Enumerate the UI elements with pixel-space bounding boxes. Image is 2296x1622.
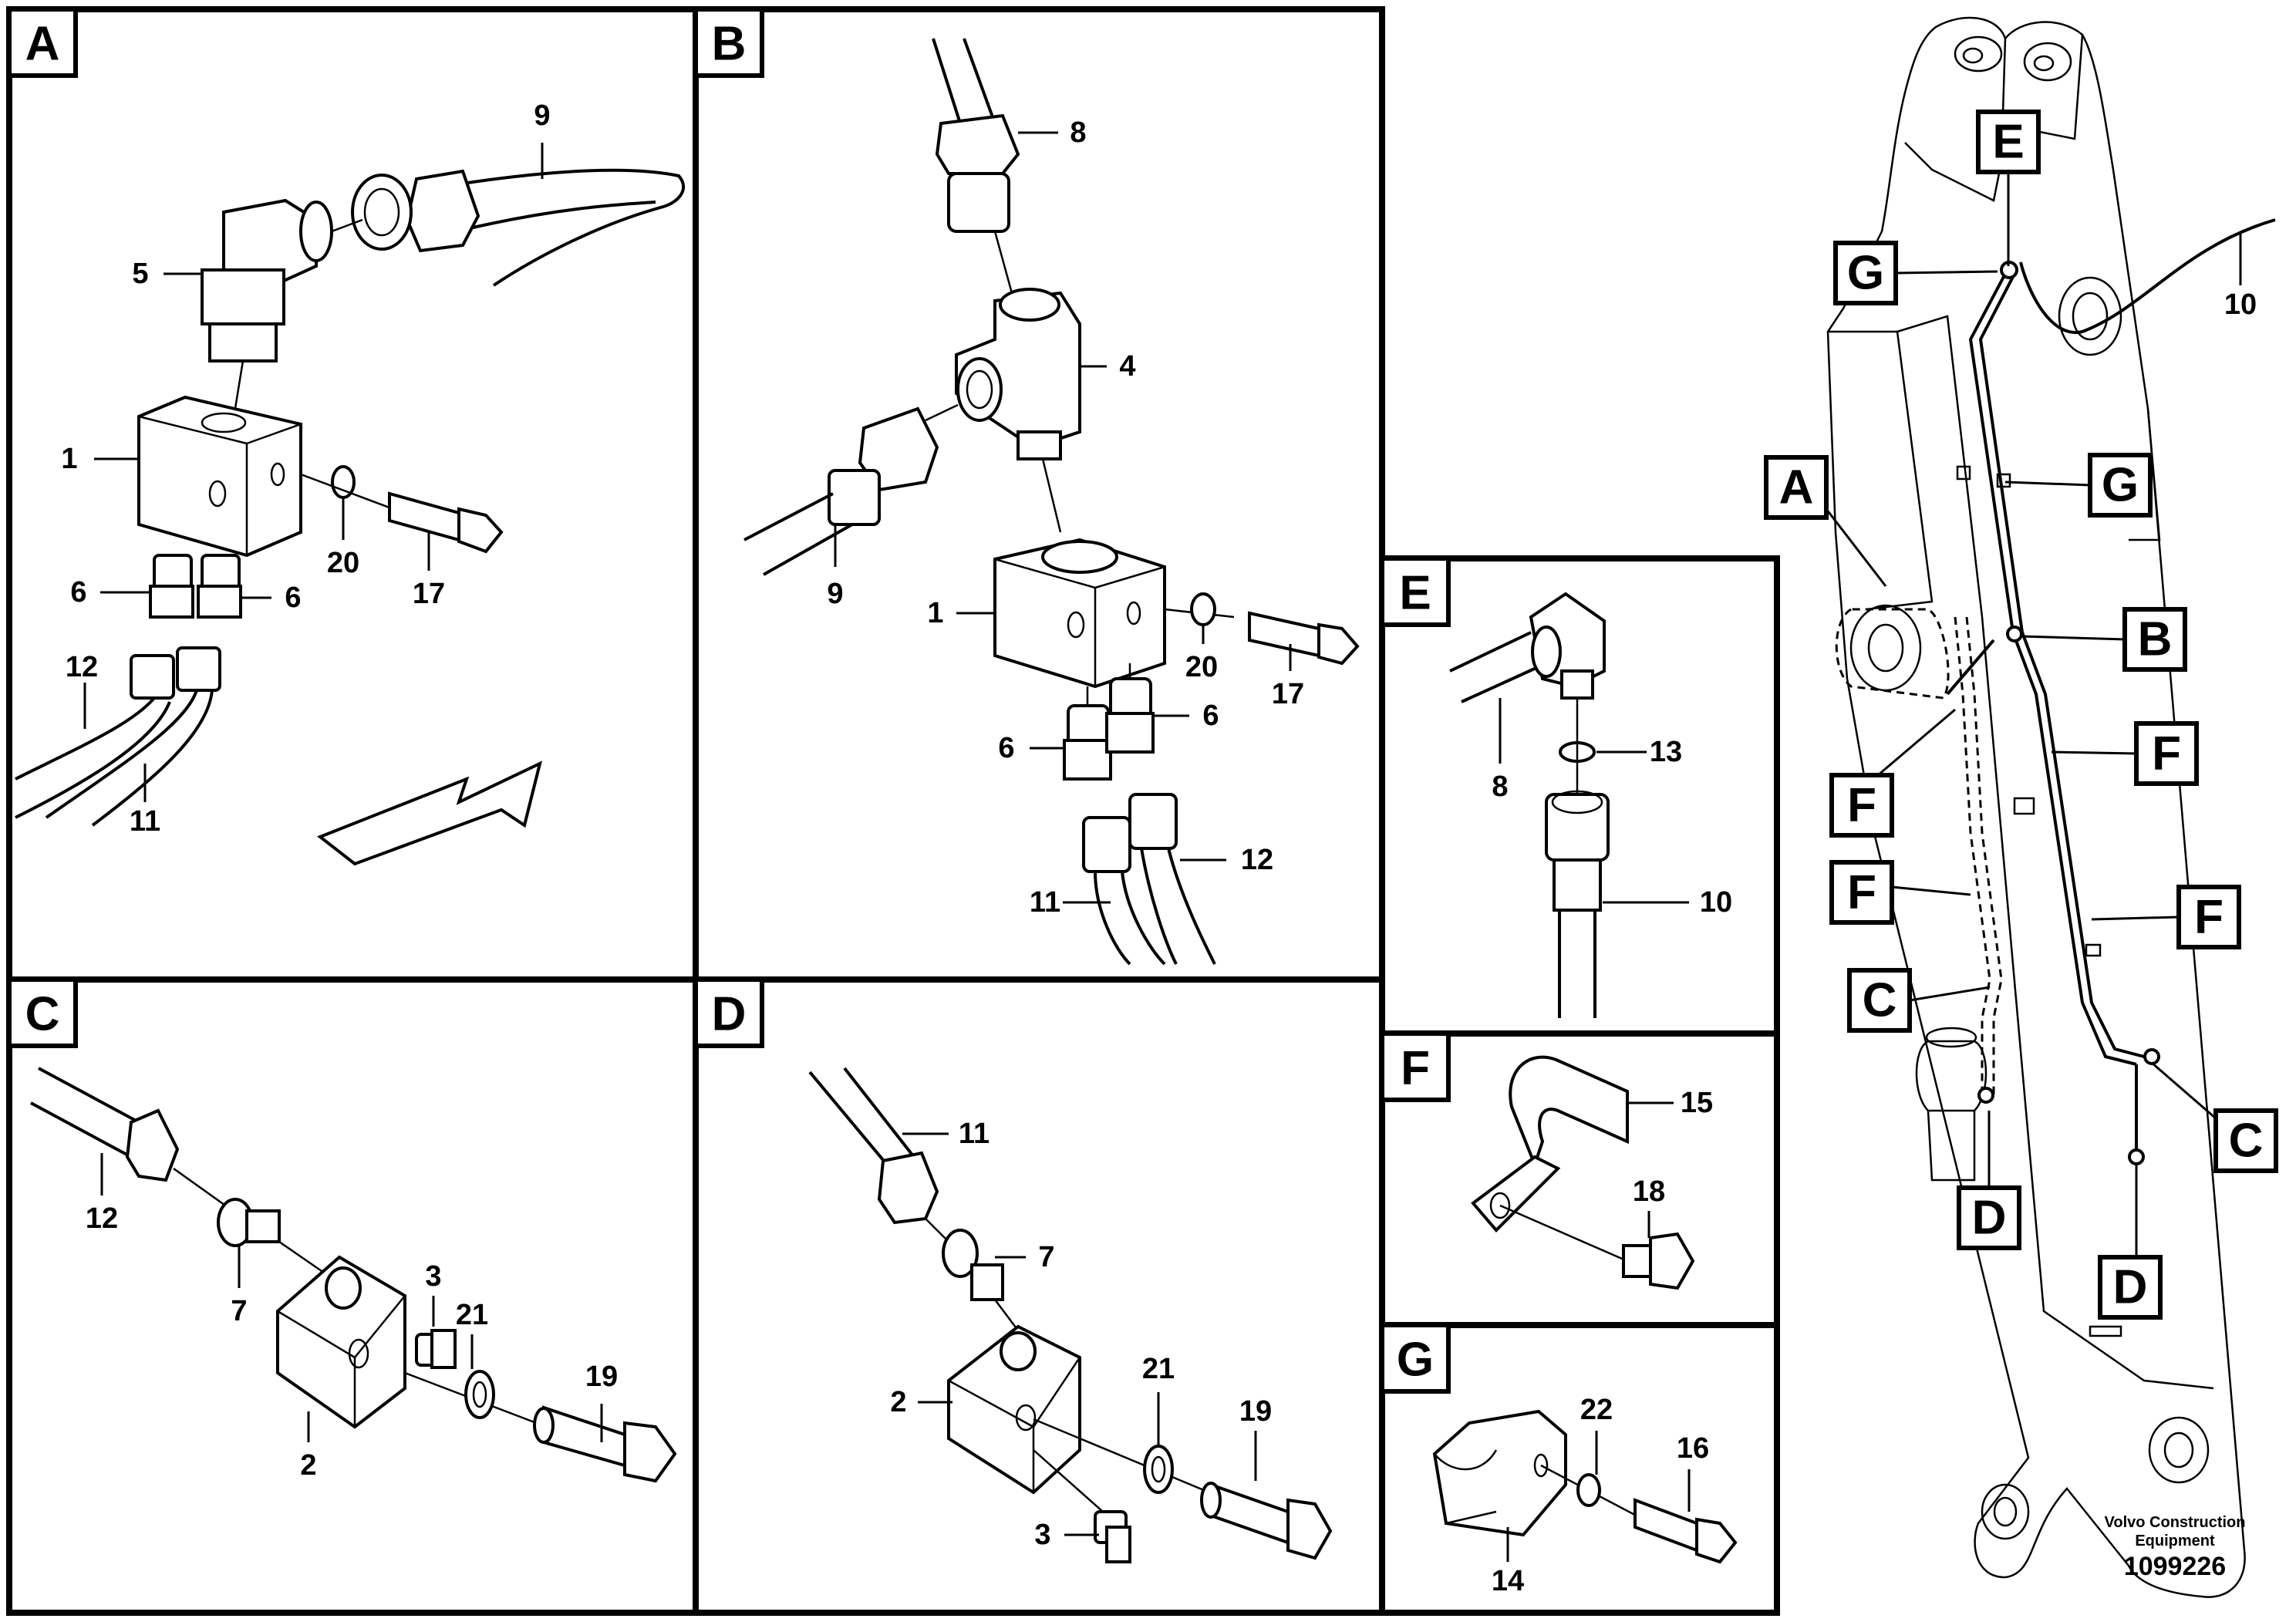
part-number: 18 xyxy=(1633,1175,1665,1208)
part-number: 9 xyxy=(534,99,550,132)
part-number: 20 xyxy=(1185,651,1218,683)
part-number: 19 xyxy=(1239,1395,1272,1428)
part-number: 6 xyxy=(998,732,1014,764)
part-number: 6 xyxy=(70,576,86,609)
overview-callouts: E G 10 G A B F F F F xyxy=(1764,110,2278,1320)
panel-tag-a: A xyxy=(7,7,78,78)
part-number: 7 xyxy=(231,1295,247,1327)
panel-tag-d: D xyxy=(693,977,764,1048)
part-number: 11 xyxy=(130,805,160,838)
part-number: 12 xyxy=(1241,844,1273,876)
callout-f: F xyxy=(2194,891,2224,944)
part-number: 7 xyxy=(1038,1241,1054,1273)
callout-d: D xyxy=(1972,1192,2007,1245)
panel-b-callouts: 8 4 9 1 20 17 6 6 11 12 xyxy=(827,116,1304,919)
boom-overview xyxy=(1826,16,2276,1598)
callout-f: F xyxy=(1847,866,1876,919)
part-number: 11 xyxy=(959,1118,990,1150)
panel-tag-b: B xyxy=(693,7,764,78)
part-number: 1 xyxy=(61,443,77,475)
part-number: 3 xyxy=(425,1260,441,1293)
panel-b-drawing xyxy=(743,38,1360,966)
brand-line-1: Volvo Construction xyxy=(2105,1514,2246,1531)
panel-tag-c: C xyxy=(7,977,78,1048)
part-number: 21 xyxy=(456,1299,488,1331)
callout-d: D xyxy=(2113,1261,2148,1314)
panel-c-drawing xyxy=(30,1067,677,1483)
callout-c: C xyxy=(2229,1114,2264,1168)
callout-b: B xyxy=(2138,613,2173,666)
panel-g-callouts: 22 16 14 xyxy=(1492,1394,1709,1597)
drawing-number: 1099226 xyxy=(2124,1552,2226,1581)
svg-text:D: D xyxy=(712,988,747,1041)
part-number: 1 xyxy=(927,597,943,629)
footer-branding: Volvo Construction Equipment 1099226 xyxy=(2105,1514,2246,1581)
callout-c: C xyxy=(1863,974,1897,1027)
part-number: 2 xyxy=(300,1449,316,1482)
part-number: 5 xyxy=(132,258,148,290)
part-number: 9 xyxy=(827,578,843,610)
part-number: 15 xyxy=(1681,1087,1713,1119)
part-number: 16 xyxy=(1677,1432,1709,1465)
panel-tag-g: G xyxy=(1380,1323,1451,1394)
svg-text:B: B xyxy=(712,18,747,71)
part-number: 4 xyxy=(1119,350,1135,383)
part-number: 10 xyxy=(1700,886,1732,919)
svg-text:C: C xyxy=(25,988,60,1041)
part-number: 17 xyxy=(1272,678,1304,710)
part-number: 8 xyxy=(1492,771,1508,803)
part-number: 2 xyxy=(890,1386,906,1418)
part-number: 6 xyxy=(285,582,301,614)
callout-e: E xyxy=(1992,116,2024,169)
panel-d-callouts: 11 7 2 21 19 3 xyxy=(890,1118,1272,1551)
panel-tag-f: F xyxy=(1380,1031,1451,1102)
panel-f-callouts: 15 18 xyxy=(1627,1087,1713,1238)
panel-b-frame xyxy=(693,6,1385,983)
panel-d-drawing xyxy=(808,1067,1333,1563)
part-number: 3 xyxy=(1034,1519,1050,1551)
part-number: 11 xyxy=(1030,886,1060,919)
panel-c-callouts: 12 7 3 21 19 2 xyxy=(86,1153,618,1482)
part-number: 10 xyxy=(2224,288,2257,321)
callout-a: A xyxy=(1779,461,1814,514)
callout-f: F xyxy=(1847,779,1876,832)
part-number: 22 xyxy=(1580,1394,1613,1426)
part-number: 20 xyxy=(327,547,359,579)
part-number: 12 xyxy=(86,1202,118,1235)
panel-a-drawing xyxy=(15,168,685,866)
svg-text:F: F xyxy=(1401,1042,1430,1095)
part-number: 14 xyxy=(1492,1565,1524,1597)
panel-f-drawing xyxy=(1471,1055,1695,1290)
brand-line-2: Equipment xyxy=(2135,1533,2215,1549)
callout-f: F xyxy=(2152,727,2181,781)
part-number: 19 xyxy=(585,1361,618,1393)
panel-a-callouts: 9 5 1 20 17 6 6 12 11 xyxy=(61,99,550,838)
panel-tag-e: E xyxy=(1380,556,1451,627)
panel-e-drawing xyxy=(1449,592,1610,1018)
callout-g: G xyxy=(1847,247,1884,300)
svg-text:A: A xyxy=(25,18,60,71)
part-number: 6 xyxy=(1202,700,1219,732)
part-number: 17 xyxy=(413,578,445,610)
svg-text:G: G xyxy=(1397,1334,1434,1387)
part-number: 21 xyxy=(1142,1353,1175,1385)
part-number: 8 xyxy=(1070,116,1086,149)
svg-text:E: E xyxy=(1399,567,1431,620)
panel-g-drawing xyxy=(1432,1409,1738,1564)
callout-g: G xyxy=(2102,459,2139,512)
part-number: 13 xyxy=(1650,736,1682,768)
part-number: 12 xyxy=(66,651,98,683)
panel-e-callouts: 8 13 10 xyxy=(1492,698,1732,919)
